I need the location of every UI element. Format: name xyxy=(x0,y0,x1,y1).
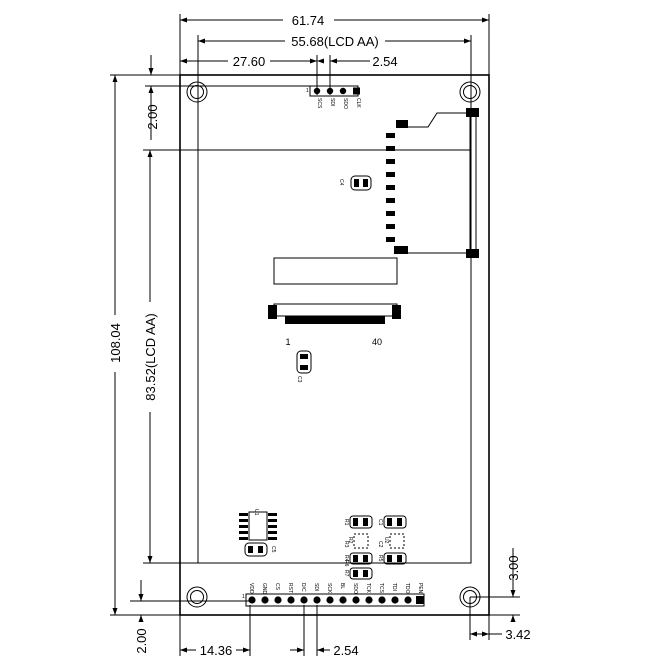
dim-hole-right-label: 3.42 xyxy=(505,627,530,642)
bottom-pin-label: BL xyxy=(339,583,345,589)
r5-label: R5 xyxy=(377,555,383,562)
component-r7: R7 xyxy=(343,567,373,580)
bottom-pin-label: RST xyxy=(287,583,293,593)
c2-label: C2 xyxy=(377,541,383,548)
fpc-connector: 1 40 xyxy=(268,257,401,347)
dim-hole-bottom: 3.00 xyxy=(470,548,521,622)
dim-bottom-pitch: 2.54 xyxy=(290,605,359,658)
dim-spi-offset-label: 27.60 xyxy=(233,54,266,69)
dim-top-margin: 2.00 xyxy=(110,55,317,140)
top-pin-label: CLK xyxy=(355,98,361,108)
component-r4: R4 xyxy=(343,552,373,565)
top-header: 1 SCS SDI SDO CLK xyxy=(306,85,361,109)
bottom-pin-label: GND xyxy=(261,583,267,595)
dim-board-height: 108.04 xyxy=(108,75,180,616)
bottom-header: 1 VDD GND CS RST D/C SDI SCK BL SDO TCK … xyxy=(242,583,425,607)
bottom-pin-label: VDD xyxy=(248,583,254,594)
dim-board-width-label: 61.74 xyxy=(292,13,325,28)
bottom-header-first-label: 1 xyxy=(242,594,245,600)
capacitor-c5: C5 xyxy=(244,542,276,557)
mounting-hole-bottom-left xyxy=(186,586,208,608)
top-pin-label: SDI xyxy=(329,98,335,106)
dim-top-margin-label: 2.00 xyxy=(145,104,160,129)
u2-label: U2 xyxy=(383,537,389,544)
u2-label: R2 xyxy=(347,537,353,544)
dim-hole-bottom-label: 3.00 xyxy=(506,555,521,580)
top-header-pin xyxy=(339,87,347,95)
capacitor-c4: C4 xyxy=(338,175,372,191)
bottom-pin-label: D/C xyxy=(300,583,306,592)
dim-lcd-aa-width-label: 55.68(LCD AA) xyxy=(291,34,378,49)
r1-label: R1 xyxy=(343,519,349,526)
lcd-active-area xyxy=(197,149,472,564)
c1-label: C1 xyxy=(377,519,383,526)
bottom-pin-label: CS xyxy=(274,583,280,591)
dim-bottom-offset: 14.36 xyxy=(179,605,251,658)
bottom-pin-label: SDI xyxy=(313,583,319,591)
r3-label: R3 xyxy=(343,541,349,548)
dim-spi-offset: 27.60 xyxy=(180,54,318,95)
bottom-pin-label: TCS xyxy=(378,583,384,594)
dim-board-width: 61.74 xyxy=(179,13,490,75)
r7-label: R7 xyxy=(343,570,349,577)
r4-label: R4 xyxy=(343,555,349,562)
top-pin-label: SDO xyxy=(342,98,348,109)
fpc-end-label: 40 xyxy=(372,337,382,347)
dim-bottom-margin: 2.00 xyxy=(130,580,250,654)
dim-lcd-aa-height: 83.52(LCD AA) xyxy=(143,149,198,564)
mounting-hole-top-right xyxy=(459,81,481,103)
c4-label: C4 xyxy=(338,179,344,186)
u1-label: U1 xyxy=(253,509,259,516)
component-r1: R1 xyxy=(343,515,373,529)
dim-bottom-margin-label: 2.00 xyxy=(134,628,149,653)
bottom-pin-label: SCK xyxy=(326,583,332,594)
c3-label: C3 xyxy=(296,376,302,383)
dim-top-pitch-label: 2.54 xyxy=(372,54,397,69)
component-u2: R2 U2 xyxy=(347,533,405,549)
ic-u1: U1 xyxy=(239,509,277,541)
dim-bottom-pitch-label: 2.54 xyxy=(333,643,358,658)
component-c1: C1 xyxy=(377,515,407,529)
sd-card-slot xyxy=(386,108,479,258)
capacitor-c3: C3 xyxy=(296,350,312,383)
top-header-pin-square xyxy=(353,87,360,95)
top-pin-label: SCS xyxy=(316,98,322,109)
board-outline xyxy=(179,74,490,616)
dim-board-height-label: 108.04 xyxy=(108,323,123,363)
top-header-first-label: 1 xyxy=(306,88,309,94)
bottom-pin-label: SDO xyxy=(352,583,358,594)
bottom-pin-label: TCK xyxy=(365,583,371,594)
component-r5: R5 xyxy=(377,552,407,565)
r6-label: R6 xyxy=(343,560,349,567)
dim-lcd-aa-height-label: 83.52(LCD AA) xyxy=(143,313,158,400)
mounting-hole-top-left xyxy=(186,81,208,103)
dim-hole-right: 3.42 xyxy=(469,597,531,642)
c5-label: C5 xyxy=(270,546,276,553)
top-header-pin xyxy=(326,87,334,95)
fpc-start-label: 1 xyxy=(285,337,290,347)
bottom-pin-label: TDI xyxy=(391,583,397,591)
bottom-pin-label: TDO xyxy=(404,583,410,594)
dim-lcd-aa-width: 55.68(LCD AA) xyxy=(197,34,472,150)
bottom-pin-label: PEN xyxy=(417,583,423,594)
dim-bottom-offset-label: 14.36 xyxy=(200,643,233,658)
top-header-pin xyxy=(313,87,321,95)
